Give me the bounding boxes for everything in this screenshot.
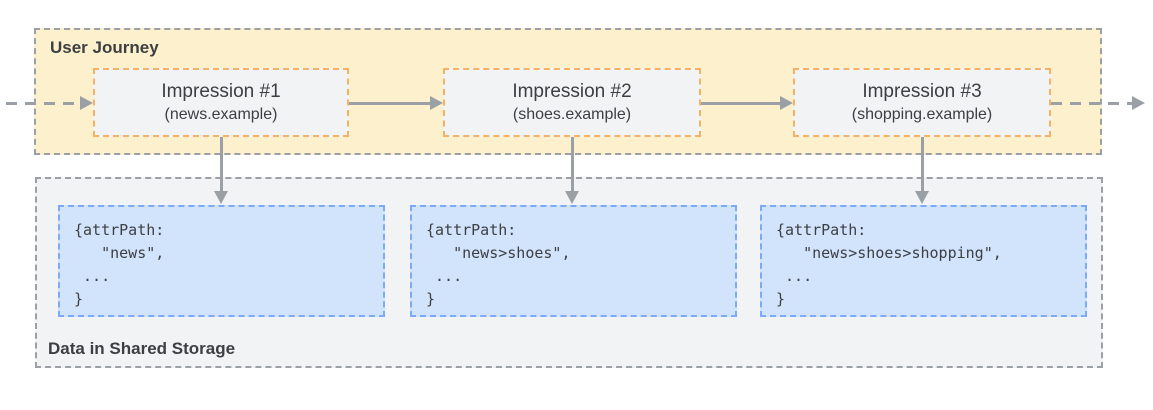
shared-storage-title: Data in Shared Storage (48, 339, 236, 358)
impression-1-box: Impression #1 (news.example) (93, 68, 349, 137)
impression-3-box: Impression #3 (shopping.example) (793, 68, 1051, 137)
storage-entry-3: {attrPath: "news>shoes>shopping", ... } (760, 205, 1087, 317)
arrow-impression1-to-storage-head-icon (214, 191, 228, 204)
arrow-impression2-to-impression3-head-icon (780, 96, 793, 110)
storage-entry-1: {attrPath: "news", ... } (58, 205, 385, 317)
storage-entry-2-code: {attrPath: "news>shoes", ... } (426, 221, 571, 308)
outgoing-dashed-arrow-line (1051, 102, 1132, 105)
arrow-impression3-to-storage-head-icon (915, 191, 929, 204)
impression-1-site: (news.example) (164, 106, 278, 123)
incoming-dashed-arrow-head-icon (80, 96, 93, 110)
arrow-impression1-to-impression2-line (349, 102, 430, 105)
storage-entry-3-code: {attrPath: "news>shoes>shopping", ... } (776, 221, 1002, 308)
arrow-impression2-to-storage-head-icon (565, 191, 579, 204)
arrow-impression1-to-impression2-head-icon (430, 96, 443, 110)
arrow-impression1-to-storage-line (220, 137, 223, 191)
arrow-impression3-to-storage-line (921, 137, 924, 191)
impression-3-site: (shopping.example) (851, 106, 993, 123)
incoming-dashed-arrow-line (6, 102, 80, 105)
impression-2-box: Impression #2 (shoes.example) (443, 68, 701, 137)
arrow-impression2-to-impression3-line (701, 102, 780, 105)
impression-3-title: Impression #3 (862, 81, 982, 102)
impression-2-title: Impression #2 (512, 81, 632, 102)
outgoing-dashed-arrow-head-icon (1132, 96, 1145, 110)
storage-entry-2: {attrPath: "news>shoes", ... } (410, 205, 737, 317)
impression-2-site: (shoes.example) (512, 106, 632, 123)
storage-entry-1-code: {attrPath: "news", ... } (74, 221, 165, 308)
arrow-impression2-to-storage-line (571, 137, 574, 191)
user-journey-title: User Journey (50, 38, 159, 57)
impression-1-title: Impression #1 (161, 81, 281, 102)
